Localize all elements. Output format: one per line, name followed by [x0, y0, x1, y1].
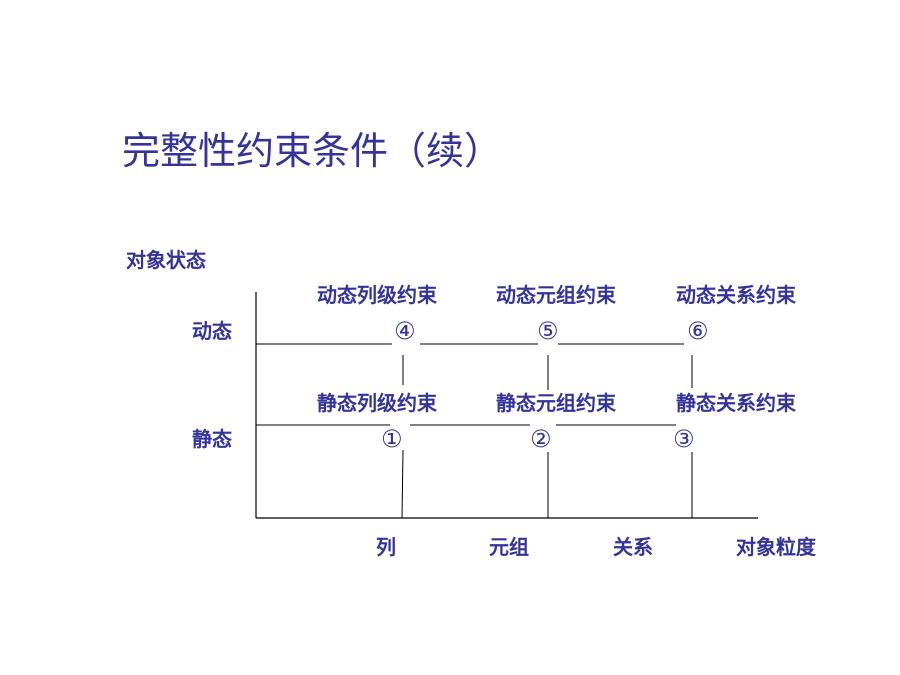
- y-axis-label: 对象状态: [126, 248, 206, 272]
- cell-label-dynamic-column: 动态列级约束: [317, 283, 437, 307]
- cell-label-dynamic-tuple: 动态元组约束: [496, 283, 616, 307]
- cell-label-static-relation: 静态关系约束: [676, 391, 796, 415]
- cell-number-static-tuple: ②: [530, 425, 552, 453]
- x-level-column: 列: [376, 535, 396, 559]
- x-axis-label: 对象粒度: [736, 535, 816, 559]
- x-level-tuple: 元组: [489, 535, 529, 559]
- cell-label-static-tuple: 静态元组约束: [496, 391, 616, 415]
- cell-number-dynamic-tuple: ⑤: [537, 317, 559, 345]
- page-title: 完整性约束条件（续）: [122, 129, 503, 173]
- cell-number-static-column: ①: [381, 425, 403, 453]
- cell-label-dynamic-relation: 动态关系约束: [676, 283, 796, 307]
- column-level-line: [401, 449, 404, 519]
- cell-number-dynamic-column: ④: [394, 317, 416, 345]
- cell-number-static-relation: ③: [673, 425, 695, 453]
- cell-number-dynamic-relation: ⑥: [687, 317, 709, 345]
- cell-label-static-column: 静态列级约束: [317, 391, 437, 415]
- y-level-dynamic: 动态: [192, 319, 232, 343]
- y-level-static: 静态: [192, 427, 232, 451]
- x-level-relation: 关系: [613, 535, 653, 559]
